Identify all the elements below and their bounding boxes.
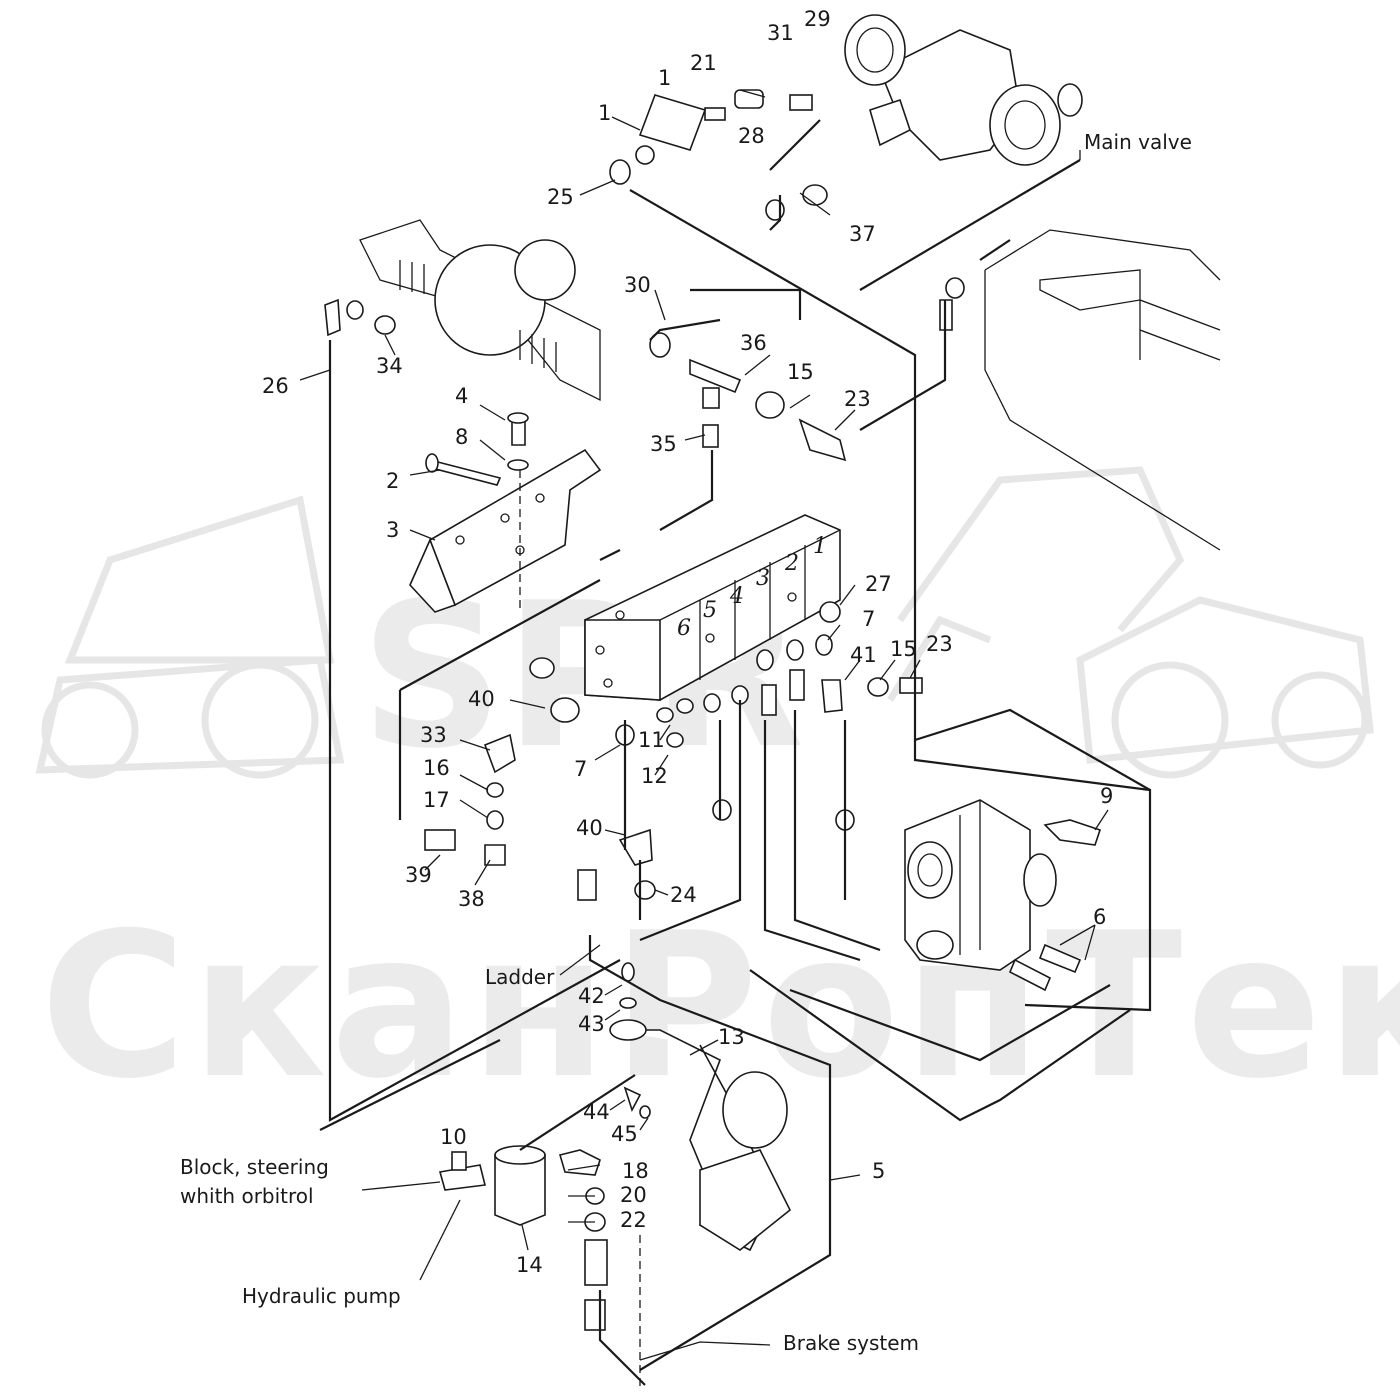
filter-assembly [494,1029,792,1252]
part-number-4: 4 [455,384,469,408]
watermark-excavator-outline [887,466,1374,779]
part-number-44: 44 [583,1100,610,1124]
part-number-22: 22 [620,1208,647,1232]
part-number-40-upper: 40 [468,687,495,711]
part-number-14: 14 [516,1253,543,1277]
part-number-8: 8 [455,425,469,449]
part-number-1-upper: 1 [658,66,672,90]
part-number-43: 43 [578,1012,605,1036]
callout-ladder: Ladder [485,965,555,989]
callout-block-steering-line1: Block, steering [180,1155,329,1179]
main-valve-body [844,14,1083,166]
part-number-16: 16 [423,756,450,780]
part-number-17: 17 [423,788,450,812]
part-number-29: 29 [804,7,831,31]
callout-brake-system: Brake system [783,1331,920,1355]
part-number-28: 28 [738,124,765,148]
callout-main-valve: Main valve [1084,130,1192,154]
part-number-31: 31 [767,21,794,45]
part-number-1-lower: 1 [598,101,612,125]
part-number-7-upper: 7 [862,607,876,631]
valve-section-2-label: 2 [785,551,799,576]
part-number-3: 3 [386,518,400,542]
part-number-12: 12 [641,764,668,788]
part-number-23-lower: 23 [926,632,953,656]
part-number-37: 37 [849,222,876,246]
fittings [324,89,1102,1331]
control-valve-block [584,514,841,701]
part-number-27: 27 [865,572,892,596]
valve-section-4-label: 4 [730,584,744,609]
part-number-33: 33 [420,723,447,747]
part-number-41: 41 [850,643,877,667]
part-number-30: 30 [624,273,651,297]
part-number-10: 10 [440,1125,467,1149]
part-number-45: 45 [611,1122,638,1146]
part-number-36: 36 [740,331,767,355]
leader-lines [299,89,1109,1361]
part-number-39: 39 [405,863,432,887]
valve-section-6-label: 6 [677,616,691,641]
part-number-5: 5 [872,1159,886,1183]
part-number-24: 24 [670,883,697,907]
watermark-tractor-outline [35,495,345,779]
part-number-42: 42 [578,984,605,1008]
part-number-25: 25 [547,185,574,209]
hydraulic-lines [319,119,1152,1390]
bolt-parts [425,412,529,486]
part-number-13: 13 [718,1025,745,1049]
part-number-7-lower: 7 [574,757,588,781]
part-number-23-upper: 23 [844,387,871,411]
part-number-11: 11 [638,728,665,752]
part-number-9: 9 [1100,784,1114,808]
valve-section-1-label: 1 [813,534,827,559]
callout-hydraulic-pump: Hydraulic pump [242,1284,401,1308]
hydraulic-tank-frame [984,229,1221,551]
part-number-2: 2 [386,469,400,493]
part-number-15-upper: 15 [787,360,814,384]
valve-section-5-label: 5 [703,598,717,623]
hydraulic-pump-gearbox [904,799,1057,971]
intake-housing [359,219,601,402]
part-number-18: 18 [622,1159,649,1183]
mounting-bracket [409,448,602,613]
part-number-38: 38 [458,887,485,911]
part-number-34: 34 [376,354,403,378]
part-number-26: 26 [262,374,289,398]
callout-block-steering-line2: whith orbitrol [180,1184,314,1208]
part-number-20: 20 [620,1183,647,1207]
part-number-21: 21 [690,51,717,75]
part-number-35: 35 [650,432,677,456]
valve-section-3-label: 3 [756,566,770,591]
part-number-40-lower: 40 [576,816,603,840]
part-number-15-lower: 15 [890,637,917,661]
part-number-6: 6 [1093,905,1107,929]
